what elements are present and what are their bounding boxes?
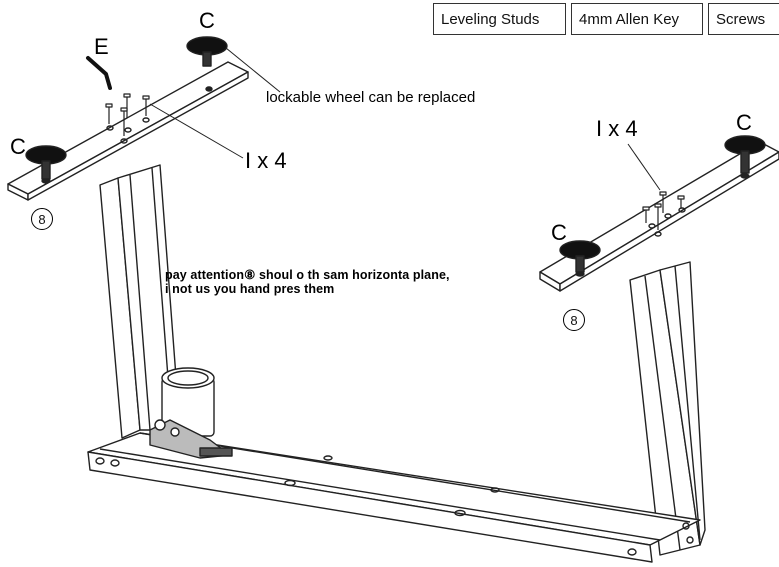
wheel-left xyxy=(25,145,67,180)
wheel-right-mid xyxy=(559,240,601,273)
label-c-left: C xyxy=(10,134,26,159)
screws-left xyxy=(105,93,150,136)
part-number-left: 8 xyxy=(31,208,53,230)
allen-key-button[interactable]: 4mm Allen Key xyxy=(571,3,703,35)
lever-e xyxy=(86,56,112,90)
quantity-right: I x 4 xyxy=(596,116,638,141)
parts-toolbar: Leveling Studs 4mm Allen Key Screws xyxy=(433,3,779,35)
label-c-right-top: C xyxy=(736,110,752,135)
bottom-crossbar xyxy=(87,432,701,563)
wheel-top-left xyxy=(186,36,228,67)
motor-unit xyxy=(149,367,233,459)
left-leg xyxy=(99,164,181,439)
left-top-plate xyxy=(7,61,249,201)
leveling-studs-button[interactable]: Leveling Studs xyxy=(433,3,566,35)
label-e: E xyxy=(94,34,109,59)
label-c-top-left: C xyxy=(199,8,215,33)
screws-right xyxy=(642,191,685,230)
wheel-right-top xyxy=(724,135,766,174)
label-c-right-mid: C xyxy=(551,220,567,245)
quantity-left: I x 4 xyxy=(245,148,287,173)
note-line-1: pay attention⑧ shoul o th sam horizonta … xyxy=(165,268,450,282)
screws-button[interactable]: Screws xyxy=(708,3,779,35)
part-number-right: 8 xyxy=(563,309,585,331)
right-leg xyxy=(629,261,706,556)
note-line-2: i not us you hand pres them xyxy=(165,282,335,296)
leader-lines xyxy=(149,47,661,191)
wheel-note: lockable wheel can be replaced xyxy=(266,89,476,106)
